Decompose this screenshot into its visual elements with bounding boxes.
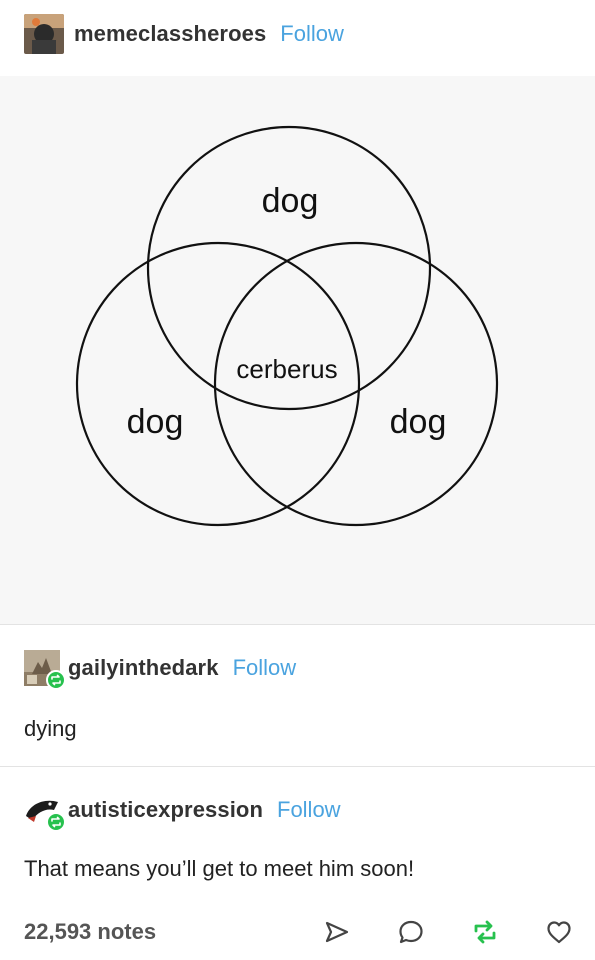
author-avatar[interactable] — [24, 14, 64, 54]
venn-circle-left — [75, 241, 361, 527]
notes-count[interactable]: 22,593 notes — [24, 919, 157, 944]
follow-button[interactable]: Follow — [277, 797, 341, 822]
follow-button[interactable]: Follow — [280, 21, 344, 46]
like-icon[interactable] — [544, 917, 574, 947]
post-footer: 22,593 notes — [24, 912, 574, 952]
reblog-header-2: autisticexpression Follow — [24, 790, 341, 832]
reblogger-avatar[interactable] — [24, 792, 66, 832]
avatar-image — [24, 650, 60, 686]
reply-icon[interactable] — [396, 917, 426, 947]
reblog-badge-icon — [46, 812, 66, 832]
divider — [0, 624, 595, 625]
divider — [0, 766, 595, 767]
venn-label-left: dog — [127, 403, 184, 441]
venn-label-top: dog — [262, 182, 319, 220]
venn-label-center: cerberus — [236, 354, 337, 384]
reblogger-name[interactable]: gailyinthedark — [68, 655, 219, 680]
venn-circle-right — [213, 241, 499, 527]
reblogger-name[interactable]: autisticexpression — [68, 797, 263, 822]
reblog-text: dying — [24, 716, 77, 741]
share-icon[interactable] — [322, 917, 352, 947]
avatar-image — [24, 14, 64, 54]
venn-circle-top — [146, 125, 432, 411]
reblog-text: That means you’ll get to meet him soon! — [24, 856, 415, 881]
post-actions — [322, 912, 574, 952]
venn-diagram: dog dog dog cerberus — [75, 125, 499, 527]
reblogger-avatar[interactable] — [24, 650, 66, 690]
reblog-header-1: gailyinthedark Follow — [24, 648, 297, 690]
post-image: dog dog dog cerberus — [0, 76, 595, 624]
post-header: memeclassheroes Follow — [24, 14, 344, 54]
post-author-name[interactable]: memeclassheroes — [74, 21, 267, 46]
follow-button[interactable]: Follow — [232, 655, 297, 680]
venn-label-right: dog — [390, 403, 447, 441]
reblog-badge-icon — [46, 670, 66, 690]
reblog-icon[interactable] — [470, 917, 500, 947]
